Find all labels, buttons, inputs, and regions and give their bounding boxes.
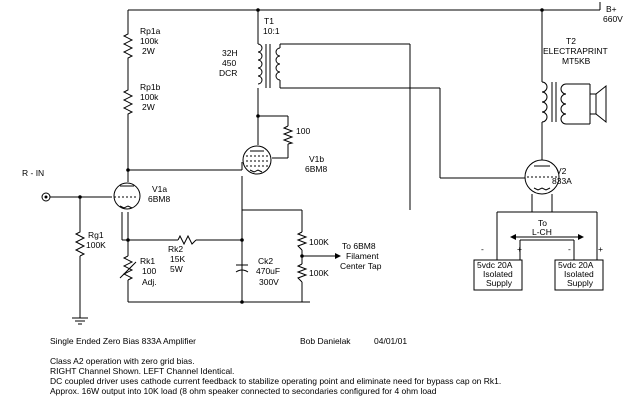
resistor-rk2 — [177, 234, 197, 246]
capacitor-ck2 — [235, 264, 249, 302]
left-channel-line1: To — [538, 218, 547, 228]
rp1b-rating: 2W — [142, 102, 155, 112]
rp1a-value: 100k — [140, 36, 159, 46]
v2-type: 833A — [552, 176, 572, 186]
tube-v1b-icon — [242, 145, 272, 175]
schematic-author: Bob Danielak — [300, 336, 351, 346]
screen-resistor-value: 100 — [296, 126, 310, 136]
arrow-left-channel — [510, 234, 516, 240]
v1a-name: V1a — [152, 184, 167, 194]
arrow-filament-tap — [335, 253, 341, 259]
supply1-minus: - — [481, 244, 484, 254]
supply1-line1: 5vdc 20A — [477, 260, 513, 270]
supply-voltage-label: 660V — [603, 14, 623, 24]
resistor-rg1 — [74, 228, 86, 257]
filament-tap-line2: Filament — [346, 251, 379, 261]
resistor-100-screen — [282, 125, 294, 145]
junction-dots — [78, 8, 544, 304]
resistor-rk1 — [119, 255, 137, 281]
rk2-value: 15K — [170, 254, 185, 264]
ck2-value: 470uF — [256, 266, 280, 276]
transformer-t2-icon — [541, 81, 591, 125]
note-line-3: DC coupled driver uses cathode current f… — [50, 376, 501, 386]
supply2-line1: 5vdc 20A — [558, 260, 594, 270]
choke-resistance: 450 — [222, 58, 236, 68]
supply2-plus: + — [598, 244, 603, 254]
rg1-name: Rg1 — [88, 230, 104, 240]
supply-node-label: B+ — [606, 4, 617, 14]
tube-v1a-icon — [113, 182, 141, 210]
t1-name: T1 — [264, 16, 274, 26]
rk2-name: Rk2 — [168, 244, 183, 254]
speaker-icon — [589, 84, 607, 124]
supply2-line3: Supply — [567, 278, 594, 288]
resistor-rp1a — [122, 30, 134, 72]
rp1a-name: Rp1a — [140, 26, 161, 36]
rg1-value: 100K — [86, 240, 106, 250]
supply2-minus: - — [568, 244, 571, 254]
choke-inductance: 32H — [222, 48, 238, 58]
rk1-note: Adj. — [142, 277, 157, 287]
resistor-100k-top — [296, 231, 308, 251]
rp1b-name: Rp1b — [140, 82, 161, 92]
note-line-4: Approx. 16W output into 10K load (8 ohm … — [50, 386, 437, 396]
choke-unit: DCR — [219, 68, 237, 78]
choke-inductor-icon — [257, 43, 267, 88]
tube-v2-icon — [524, 159, 560, 195]
resistor-100k-bottom — [296, 263, 308, 283]
t1-ratio: 10:1 — [263, 26, 280, 36]
ck2-rating: 300V — [259, 277, 279, 287]
supply1-plus: + — [517, 244, 522, 254]
left-channel-line2: L-CH — [532, 227, 552, 237]
rp1b-value: 100k — [140, 92, 159, 102]
transformer-t1-icon — [269, 44, 281, 88]
schematic-title: Single Ended Zero Bias 833A Amplifier — [50, 336, 196, 346]
v1b-type: 6BM8 — [305, 164, 327, 174]
v1b-name: V1b — [309, 154, 324, 164]
input-jack-icon[interactable] — [41, 192, 51, 202]
rk1-value: 100 — [142, 266, 156, 276]
rk2-rating: 5W — [170, 264, 183, 274]
t2-name: T2 — [566, 36, 576, 46]
filament-tap-line3: Center Tap — [340, 261, 382, 271]
v2-name: V2 — [556, 166, 567, 176]
r100k-top-value: 100K — [309, 237, 329, 247]
v1a-type: 6BM8 — [148, 194, 170, 204]
input-label: R - IN — [22, 168, 44, 178]
rk1-name: Rk1 — [140, 256, 155, 266]
resistor-rp1b — [122, 86, 134, 122]
isolated-supply-box-2 — [554, 259, 604, 291]
r100k-bottom-value: 100K — [309, 268, 329, 278]
ck2-name: Ck2 — [258, 256, 273, 266]
note-line-2: RIGHT Channel Shown. LEFT Channel Identi… — [50, 366, 234, 376]
arrow-right-channel — [578, 234, 584, 240]
schematic-date: 04/01/01 — [374, 336, 407, 346]
t2-maker: ELECTRAPRINT — [543, 46, 608, 56]
supply1-line2: Isolated — [483, 269, 513, 279]
filament-tap-line1: To 6BM8 — [342, 241, 376, 251]
wires — [50, 2, 601, 325]
t2-model: MT5KB — [562, 56, 591, 66]
note-line-1: Class A2 operation with zero grid bias. — [50, 356, 195, 366]
rp1a-rating: 2W — [142, 46, 155, 56]
supply1-line3: Supply — [486, 278, 513, 288]
supply2-line2: Isolated — [564, 269, 594, 279]
isolated-supply-box-1 — [473, 259, 523, 291]
